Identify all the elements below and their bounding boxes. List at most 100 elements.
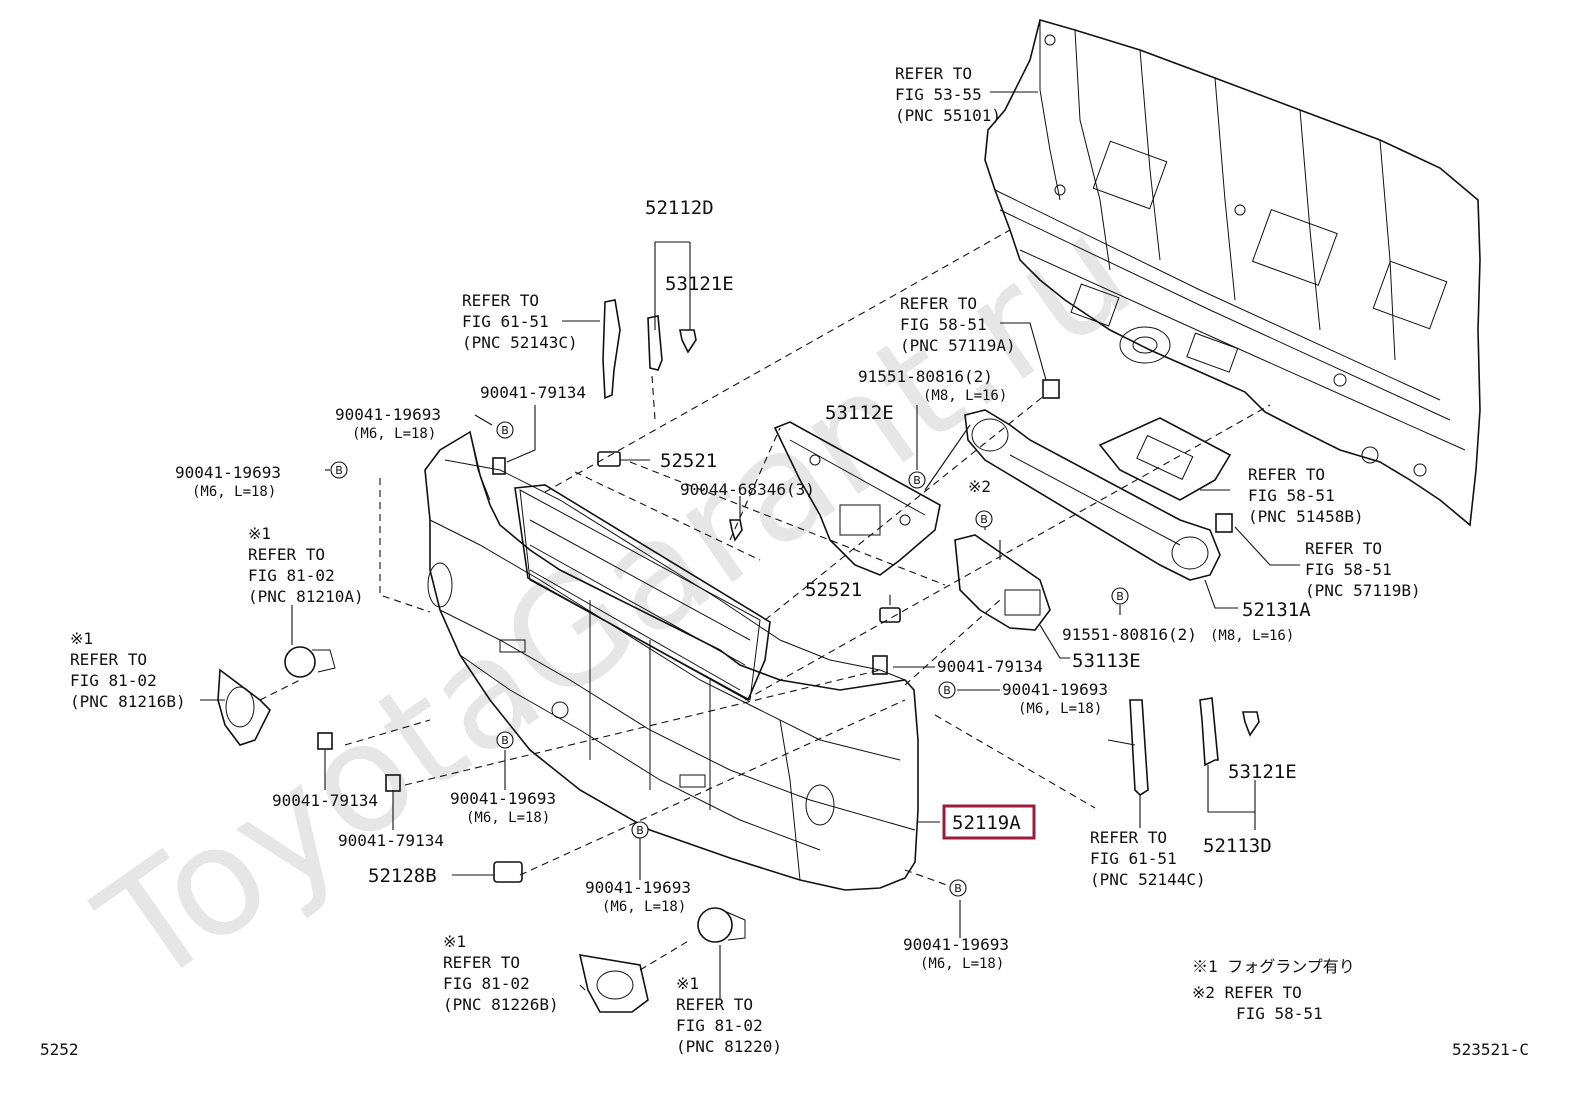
fastener-label[interactable]: 90044-68346(3) [680, 480, 815, 499]
fog-lamp-bezel-left-drawing [217, 668, 271, 746]
fastener-label[interactable]: 90041-79134 [937, 657, 1043, 676]
duct-51458B-drawing [1098, 417, 1232, 501]
bracket-52113D-drawing [1107, 697, 1219, 797]
part-53121E-top[interactable]: 53121E [665, 273, 734, 295]
fastener-size: (M8, L=16) [1210, 628, 1294, 644]
b-marker: B [1111, 587, 1129, 605]
fastener-label[interactable]: 90041-79134 [272, 791, 378, 810]
b-markers: B B B B B B B B B [330, 421, 1129, 897]
svg-text:FIG 81-02: FIG 81-02 [443, 974, 530, 993]
svg-text:(PNC 57119A): (PNC 57119A) [900, 336, 1016, 355]
svg-text:(PNC 81220): (PNC 81220) [676, 1037, 782, 1056]
svg-text:REFER TO: REFER TO [248, 545, 325, 564]
ref-57119B[interactable]: REFER TO FIG 58-51 (PNC 57119B) [1305, 539, 1421, 600]
svg-text:※1: ※1 [443, 932, 466, 951]
svg-text:FIG 58-51: FIG 58-51 [1248, 486, 1335, 505]
fastener-label[interactable]: 90041-19693 [450, 789, 556, 808]
reference-labels: REFER TO FIG 53-55 (PNC 55101) REFER TO … [70, 64, 1421, 1056]
fastener-size: (M6, L=18) [352, 426, 436, 442]
reinforcement-52131A-drawing [964, 409, 1221, 581]
svg-text:REFER TO: REFER TO [1248, 465, 1325, 484]
b-marker: B [631, 821, 649, 839]
page-code-right: 523521-C [1452, 1040, 1529, 1059]
svg-text:B: B [636, 824, 644, 837]
footnote-1: ※1 フォグランプ有り [1192, 957, 1355, 976]
fog-lamp-right-drawing [697, 907, 746, 943]
part-52521-mid[interactable]: 52521 [805, 579, 862, 601]
fastener-label[interactable]: 91551-80816(2) [1062, 625, 1197, 644]
fastener-label[interactable]: 90041-19693 [585, 878, 691, 897]
part-52112D[interactable]: 52112D [645, 197, 714, 219]
svg-text:※1: ※1 [248, 524, 271, 543]
svg-text:REFER TO: REFER TO [462, 291, 539, 310]
clip-drawings [317, 329, 1260, 883]
svg-text:B: B [943, 684, 951, 697]
fastener-size: (M8, L=16) [923, 388, 1007, 404]
svg-text:FIG 53-55: FIG 53-55 [895, 85, 982, 104]
fastener-labels: 90041-19693 (M6, L=18) 90041-19693 (M6, … [175, 367, 1294, 972]
part-53113E[interactable]: 53113E [1072, 650, 1141, 672]
fastener-size: (M6, L=18) [466, 810, 550, 826]
svg-text:REFER TO: REFER TO [676, 995, 753, 1014]
fastener-label[interactable]: 90041-19693 [335, 405, 441, 424]
footnotes: ※1 フォグランプ有り ※2 REFER TO FIG 58-51 [1192, 957, 1355, 1023]
fog-lamp-bezel-right-drawing [578, 954, 649, 1013]
footnote-2-line1: ※2 REFER TO [1192, 983, 1302, 1002]
svg-text:FIG 58-51: FIG 58-51 [1305, 560, 1392, 579]
fastener-label[interactable]: 91551-80816(2) [858, 367, 993, 386]
ref-52144C[interactable]: REFER TO FIG 61-51 (PNC 52144C) [1090, 828, 1206, 889]
bumper-cover-drawing [424, 430, 919, 891]
bracket-52112D-drawing [602, 299, 663, 400]
part-52119A[interactable]: 52119A [952, 812, 1021, 834]
svg-text:REFER TO: REFER TO [70, 650, 147, 669]
fastener-label[interactable]: 90041-19693 [175, 463, 281, 482]
b-marker: B [496, 731, 514, 749]
svg-text:REFER TO: REFER TO [1090, 828, 1167, 847]
ref-51458B[interactable]: REFER TO FIG 58-51 (PNC 51458B) [1248, 465, 1364, 526]
page-code-left: 5252 [40, 1040, 79, 1059]
svg-text:REFER TO: REFER TO [443, 953, 520, 972]
part-52521-top[interactable]: 52521 [660, 450, 717, 472]
svg-text:(PNC 55101): (PNC 55101) [895, 106, 1001, 125]
ref-81226B[interactable]: ※1 REFER TO FIG 81-02 (PNC 81226B) [443, 932, 559, 1014]
front-panel-drawing [984, 19, 1481, 527]
fastener-size: (M6, L=18) [602, 899, 686, 915]
svg-text:(PNC 81226B): (PNC 81226B) [443, 995, 559, 1014]
svg-text:REFER TO: REFER TO [900, 294, 977, 313]
b-marker: B [496, 421, 514, 439]
svg-text:B: B [501, 424, 509, 437]
svg-text:B: B [913, 474, 921, 487]
b-marker: B [908, 471, 926, 489]
assembly-lines [259, 229, 1271, 971]
ref-81216B[interactable]: ※1 REFER TO FIG 81-02 (PNC 81216B) [70, 629, 186, 711]
fastener-label[interactable]: 90041-19693 [903, 935, 1009, 954]
svg-text:REFER TO: REFER TO [895, 64, 972, 83]
part-53112E[interactable]: 53112E [825, 402, 894, 424]
fastener-label[interactable]: 90041-79134 [338, 831, 444, 850]
fastener-size: (M6, L=18) [192, 484, 276, 500]
svg-text:FIG 81-02: FIG 81-02 [248, 566, 335, 585]
part-52128B[interactable]: 52128B [368, 865, 437, 887]
note-mark-2: ※2 [968, 477, 991, 496]
ref-81210A[interactable]: ※1 REFER TO FIG 81-02 (PNC 81210A) [248, 524, 364, 606]
fastener-label[interactable]: 90041-19693 [1002, 680, 1108, 699]
fastener-size: (M6, L=18) [1018, 701, 1102, 717]
svg-text:B: B [501, 734, 509, 747]
svg-text:B: B [954, 882, 962, 895]
part-52113D[interactable]: 52113D [1203, 835, 1272, 857]
part-52131A[interactable]: 52131A [1242, 599, 1311, 621]
svg-text:(PNC 57119B): (PNC 57119B) [1305, 581, 1421, 600]
ref-81220[interactable]: ※1 REFER TO FIG 81-02 (PNC 81220) [676, 974, 782, 1056]
svg-text:FIG 81-02: FIG 81-02 [70, 671, 157, 690]
ref-52143C[interactable]: REFER TO FIG 61-51 (PNC 52143C) [462, 291, 578, 352]
ref-57119A[interactable]: REFER TO FIG 58-51 (PNC 57119A) [900, 294, 1016, 355]
svg-text:※1: ※1 [676, 974, 699, 993]
part-53121E-bottom[interactable]: 53121E [1228, 761, 1297, 783]
fastener-size: (M6, L=18) [920, 956, 1004, 972]
fog-lamp-left-drawing [284, 646, 336, 678]
bracket-53113E-drawing [954, 534, 1051, 631]
ref-55101[interactable]: REFER TO FIG 53-55 (PNC 55101) [895, 64, 1001, 125]
fastener-label[interactable]: 90041-79134 [480, 383, 586, 402]
svg-text:FIG 58-51: FIG 58-51 [900, 315, 987, 334]
